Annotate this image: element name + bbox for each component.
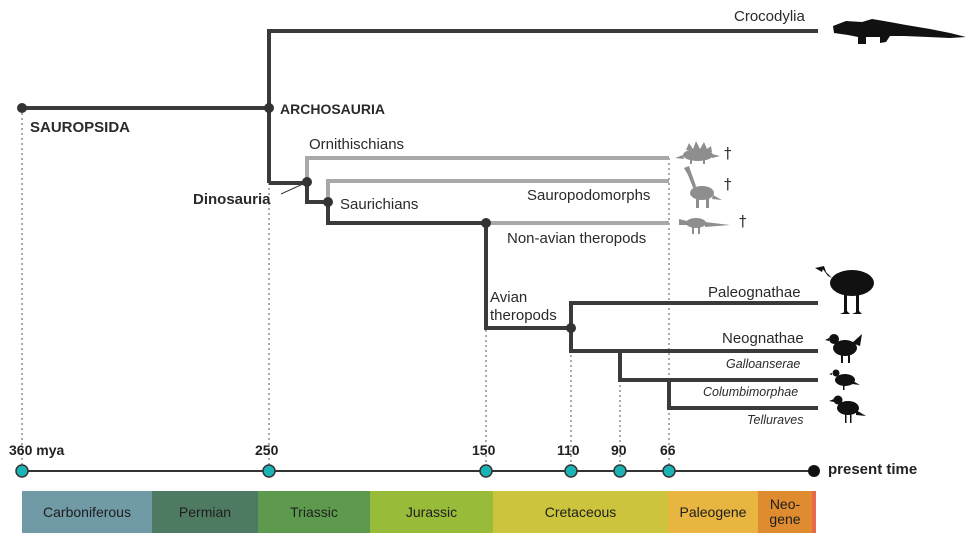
node-theropoda [481, 218, 491, 228]
node-sauropsida [17, 103, 27, 113]
theropod-silhouette [679, 218, 730, 234]
time-guides [22, 108, 669, 470]
tick-label-250: 250 [255, 443, 278, 457]
node-saurichians [323, 197, 333, 207]
tick-label-360: 360 mya [9, 443, 64, 457]
node-neornithes [566, 323, 576, 333]
stegosaur-silhouette [675, 141, 720, 164]
period-triassic: Triassic [258, 491, 370, 533]
label-columbimorphae: Columbimorphae [703, 386, 798, 399]
period-neogene: Neo- gene [758, 491, 812, 533]
tick-66 [663, 465, 675, 477]
period-jurassic: Jurassic [370, 491, 493, 533]
period-cretaceous: Cretaceous [493, 491, 668, 533]
label-avian-line2: theropods [490, 308, 557, 323]
dagger-non-avian-theropods: † [739, 214, 747, 229]
period-quaternary-sliver [812, 491, 816, 533]
label-archosauria: ARCHOSAURIA [280, 102, 385, 116]
tick-110 [565, 465, 577, 477]
tick-250 [263, 465, 275, 477]
sauropod-silhouette [684, 166, 722, 208]
tick-label-110: 110 [557, 443, 580, 457]
node-dinosauria [302, 177, 312, 187]
label-telluraves: Telluraves [747, 414, 804, 427]
label-sauropsida: SAUROPSIDA [30, 120, 130, 135]
period-paleogene: Paleogene [668, 491, 758, 533]
node-archosauria [264, 103, 274, 113]
label-avian-line1: Avian [490, 290, 527, 305]
raven-silhouette [829, 396, 866, 424]
chicken-silhouette [825, 334, 862, 363]
label-non-avian-theropods: Non-avian theropods [507, 231, 646, 246]
period-permian: Permian [152, 491, 258, 533]
tick-150 [480, 465, 492, 477]
label-dinosauria: Dinosauria [193, 192, 271, 207]
emu-silhouette [815, 266, 874, 314]
label-ornithischians: Ornithischians [309, 137, 404, 152]
label-paleognathae: Paleognathae [708, 285, 801, 300]
label-crocodylia: Crocodylia [734, 9, 805, 24]
present-time-label: present time [828, 462, 917, 477]
tick-90 [614, 465, 626, 477]
present-time-marker [808, 465, 820, 477]
pigeon-silhouette [829, 370, 860, 391]
crocodile-silhouette [833, 19, 966, 44]
branch-ornithischians [307, 158, 669, 182]
dagger-sauropodomorphs: † [724, 177, 732, 192]
label-neognathae: Neognathae [722, 331, 804, 346]
tick-360 [16, 465, 28, 477]
tick-label-150: 150 [472, 443, 495, 457]
label-galloanserae: Galloanserae [726, 358, 800, 371]
branch-paleognathae [571, 303, 818, 328]
tick-label-66: 66 [660, 443, 676, 457]
dagger-ornithischians: † [724, 146, 732, 161]
label-saurichians: Saurichians [340, 197, 418, 212]
tick-label-90: 90 [611, 443, 627, 457]
label-sauropodomorphs: Sauropodomorphs [527, 188, 650, 203]
period-carboniferous: Carboniferous [22, 491, 152, 533]
